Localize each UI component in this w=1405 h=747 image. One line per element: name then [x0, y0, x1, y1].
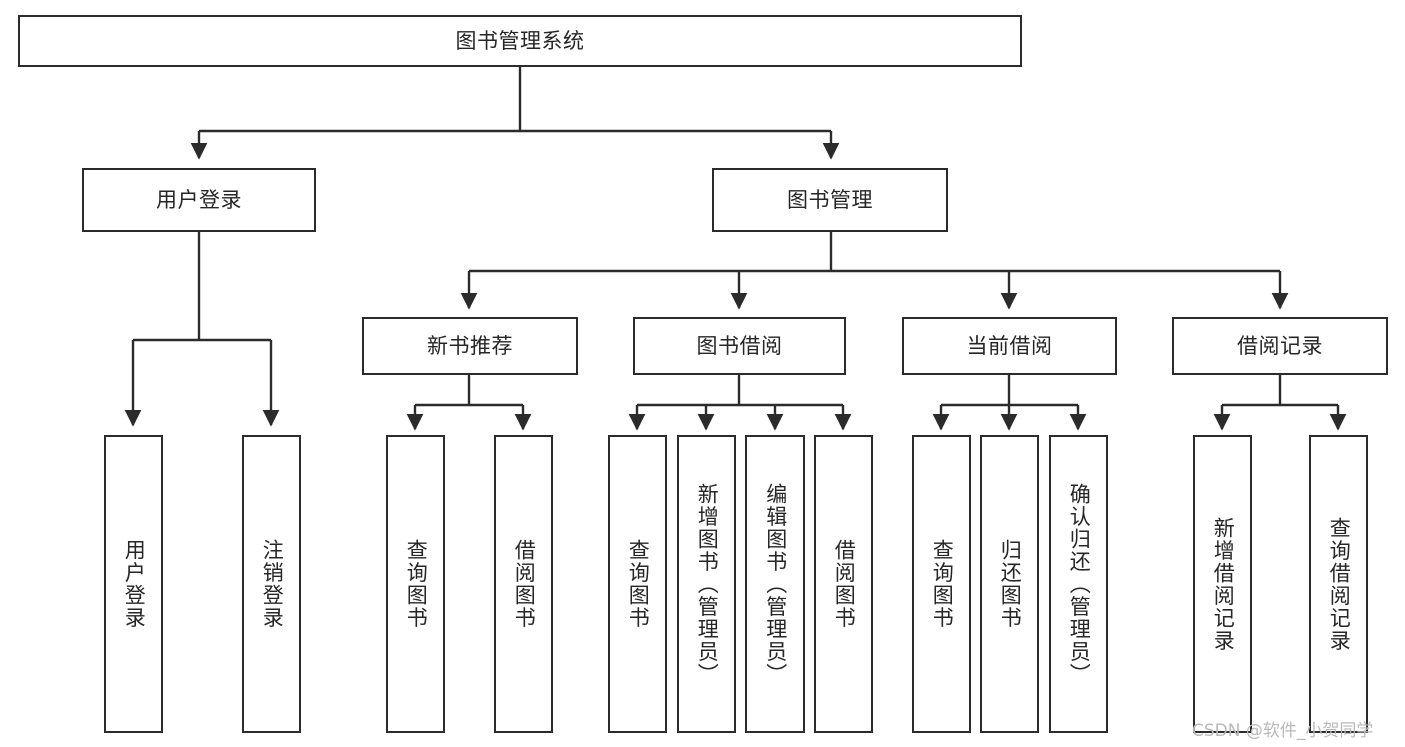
- node-leaf-return-book-label: 归还图书: [998, 539, 1023, 629]
- node-leaf-confirm-return-admin[interactable]: 确认归还（管理员）: [1049, 435, 1108, 733]
- node-leaf-recommend-borrow-book[interactable]: 借阅图书: [494, 435, 553, 733]
- node-leaf-edit-book-admin-label: 编辑图书（管理员）: [763, 482, 788, 686]
- node-leaf-add-book-admin[interactable]: 新增图书（管理员）: [677, 435, 736, 733]
- node-borrow-record-label: 借阅记录: [1237, 333, 1323, 358]
- node-leaf-add-borrow-record[interactable]: 新增借阅记录: [1193, 435, 1252, 733]
- node-root[interactable]: 图书管理系统: [18, 15, 1022, 67]
- node-leaf-logout[interactable]: 注销登录: [242, 435, 301, 733]
- node-book-manage[interactable]: 图书管理: [712, 168, 948, 232]
- node-leaf-edit-book-admin[interactable]: 编辑图书（管理员）: [745, 435, 805, 733]
- node-leaf-borrow-book-label: 借阅图书: [832, 539, 857, 629]
- node-root-label: 图书管理系统: [455, 28, 585, 53]
- node-leaf-current-query-book[interactable]: 查询图书: [912, 435, 971, 733]
- node-leaf-query-borrow-record-label: 查询借阅记录: [1327, 516, 1352, 652]
- node-book-borrow-label: 图书借阅: [696, 333, 783, 358]
- node-leaf-borrow-book[interactable]: 借阅图书: [814, 435, 873, 733]
- node-current-borrow[interactable]: 当前借阅: [902, 317, 1117, 375]
- node-new-book-recommend[interactable]: 新书推荐: [362, 317, 578, 375]
- node-book-manage-label: 图书管理: [787, 187, 873, 212]
- node-leaf-query-borrow-record[interactable]: 查询借阅记录: [1309, 435, 1368, 733]
- node-new-book-recommend-label: 新书推荐: [427, 333, 513, 358]
- node-leaf-add-book-admin-label: 新增图书（管理员）: [695, 482, 720, 686]
- node-leaf-return-book[interactable]: 归还图书: [980, 435, 1039, 733]
- node-current-borrow-label: 当前借阅: [966, 333, 1053, 358]
- node-user-login[interactable]: 用户登录: [82, 168, 316, 232]
- node-leaf-borrow-query-book-label: 查询图书: [626, 539, 651, 629]
- node-leaf-recommend-query-book-label: 查询图书: [404, 539, 429, 629]
- node-leaf-recommend-query-book[interactable]: 查询图书: [386, 435, 445, 733]
- node-borrow-record[interactable]: 借阅记录: [1172, 317, 1388, 375]
- node-leaf-recommend-borrow-book-label: 借阅图书: [512, 539, 537, 629]
- node-book-borrow[interactable]: 图书借阅: [633, 317, 846, 375]
- node-user-login-label: 用户登录: [156, 187, 242, 212]
- node-leaf-user-login[interactable]: 用户登录: [104, 435, 163, 733]
- node-leaf-borrow-query-book[interactable]: 查询图书: [608, 435, 667, 733]
- node-leaf-logout-label: 注销登录: [260, 539, 285, 629]
- node-leaf-confirm-return-admin-label: 确认归还（管理员）: [1067, 482, 1092, 686]
- node-leaf-user-login-label: 用户登录: [122, 539, 147, 629]
- node-leaf-current-query-book-label: 查询图书: [930, 539, 955, 629]
- node-leaf-add-borrow-record-label: 新增借阅记录: [1211, 516, 1236, 652]
